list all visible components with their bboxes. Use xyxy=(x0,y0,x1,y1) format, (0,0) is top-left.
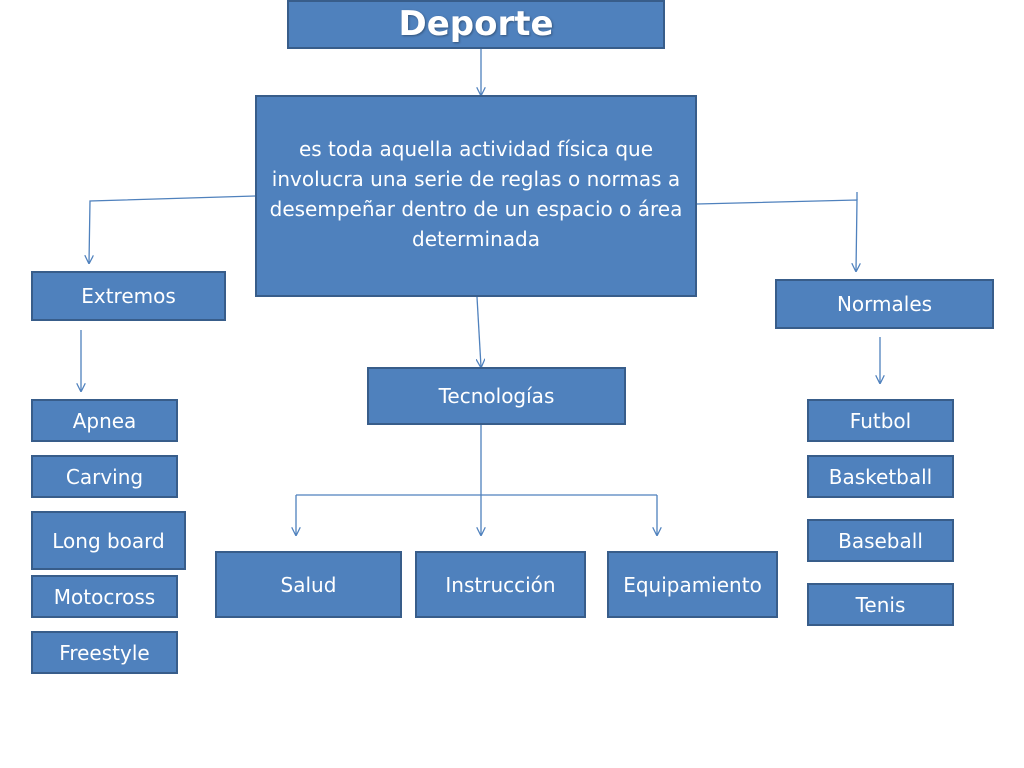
normales-label: Normales xyxy=(836,292,933,316)
extremos-item-apnea: Apnea xyxy=(31,399,178,442)
tecnologias-label: Tecnologías xyxy=(438,384,555,408)
normales-box: Normales xyxy=(775,279,994,329)
normales-item-tenis: Tenis xyxy=(807,583,954,626)
normales-item-label: Tenis xyxy=(855,592,906,617)
extremos-item-freestyle: Freestyle xyxy=(31,631,178,674)
extremos-item-label: Motocross xyxy=(53,584,156,609)
extremos-item-motocross: Motocross xyxy=(31,575,178,618)
definition-text: es toda aquella actividad física que inv… xyxy=(269,137,683,251)
normales-item-label: Baseball xyxy=(838,528,923,553)
arrow-definition-to-extremos xyxy=(89,195,257,263)
extremos-item-carving: Carving xyxy=(31,455,178,498)
extremos-item-label: Apnea xyxy=(72,408,137,433)
normales-item-futbol: Futbol xyxy=(807,399,954,442)
normales-item-baseball: Baseball xyxy=(807,519,954,562)
tecnologias-item-equipamiento: Equipamiento xyxy=(607,551,778,618)
tecnologias-item-label: Instrucción xyxy=(445,572,556,597)
extremos-label: Extremos xyxy=(81,284,176,308)
tecnologias-box: Tecnologías xyxy=(367,367,626,425)
normales-item-label: Basketball xyxy=(828,464,933,489)
extremos-item-label: Freestyle xyxy=(59,640,150,665)
normales-item-basketball: Basketball xyxy=(807,455,954,498)
extremos-item-label: Carving xyxy=(65,464,144,489)
title-text: Deporte xyxy=(398,4,554,45)
arrow-definition-to-tecnologias xyxy=(477,296,481,367)
title-box: Deporte xyxy=(287,0,665,49)
extremos-item-long-board: Long board xyxy=(31,511,186,570)
normales-item-label: Futbol xyxy=(849,408,912,433)
extremos-item-label: Long board xyxy=(52,528,165,553)
tecnologias-item-salud: Salud xyxy=(215,551,402,618)
definition-box: es toda aquella actividad física que inv… xyxy=(255,95,697,297)
tecnologias-item-label: Equipamiento xyxy=(623,572,762,597)
tecnologias-item-label: Salud xyxy=(280,572,337,597)
tecnologias-item-instruccion: Instrucción xyxy=(415,551,586,618)
arrow-definition-to-normales xyxy=(696,199,857,271)
extremos-box: Extremos xyxy=(31,271,226,321)
